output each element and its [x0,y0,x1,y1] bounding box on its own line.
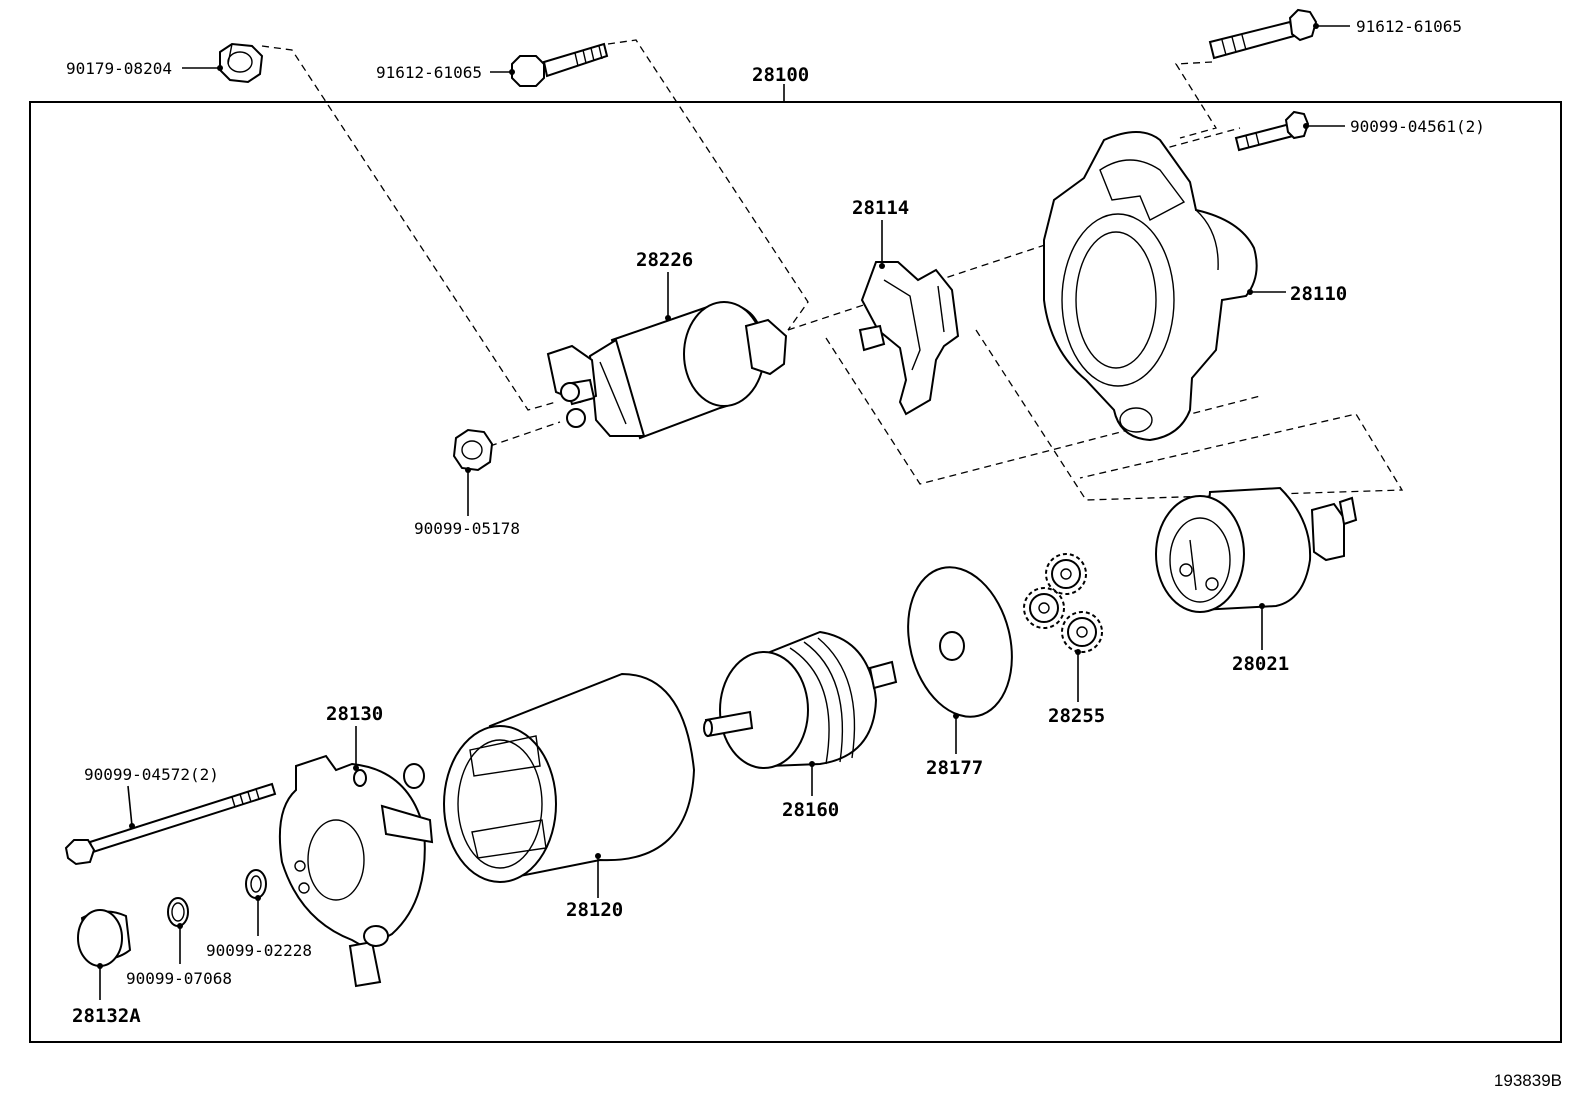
assembly-frame [29,101,1562,1043]
housing-28110[interactable] [1043,131,1258,442]
end-frame-28130[interactable] [278,754,434,988]
solenoid-28226[interactable] [546,301,788,440]
nut-90179-08204[interactable] [219,42,264,84]
armature-28160[interactable] [703,630,898,769]
label-28021: 28021 [1232,653,1289,675]
label-90099-05178: 90099-05178 [414,519,520,538]
label-28177: 28177 [926,757,983,779]
clutch-28021[interactable] [1155,486,1358,613]
bolt-91612-61065-a[interactable] [511,42,609,87]
label-28160: 28160 [782,799,839,821]
label-90099-04561: 90099-04561(2) [1350,117,1485,136]
label-28100: 28100 [752,64,809,86]
label-90099-04572: 90099-04572(2) [84,765,219,784]
figure-id: 193839B [1493,1071,1562,1090]
ring-90099-07068[interactable] [167,897,189,927]
nut-90099-05178[interactable] [452,428,494,472]
label-28114: 28114 [852,197,909,219]
label-28110: 28110 [1290,283,1347,305]
label-28132A: 28132A [72,1005,141,1027]
bolt-91612-61065-b[interactable] [1208,8,1318,60]
gears-28255[interactable] [1023,553,1103,653]
lever-28114[interactable] [858,261,960,416]
cap-28132A[interactable] [77,909,132,967]
bolt-90099-04561[interactable] [1234,110,1310,152]
label-90099-07068: 90099-07068 [126,969,232,988]
yoke-28120[interactable] [443,672,696,883]
washer-90099-02228[interactable] [245,869,267,899]
label-28226: 28226 [636,249,693,271]
label-28120: 28120 [566,899,623,921]
bolt-90099-04572[interactable] [64,782,277,866]
label-90099-02228: 90099-02228 [206,941,312,960]
label-28255: 28255 [1048,705,1105,727]
label-90179-08204: 90179-08204 [66,59,172,78]
label-28130: 28130 [326,703,383,725]
label-91612-61065-b: 91612-61065 [1356,17,1462,36]
plate-28177[interactable] [893,556,1027,728]
label-91612-61065-a: 91612-61065 [376,63,482,82]
